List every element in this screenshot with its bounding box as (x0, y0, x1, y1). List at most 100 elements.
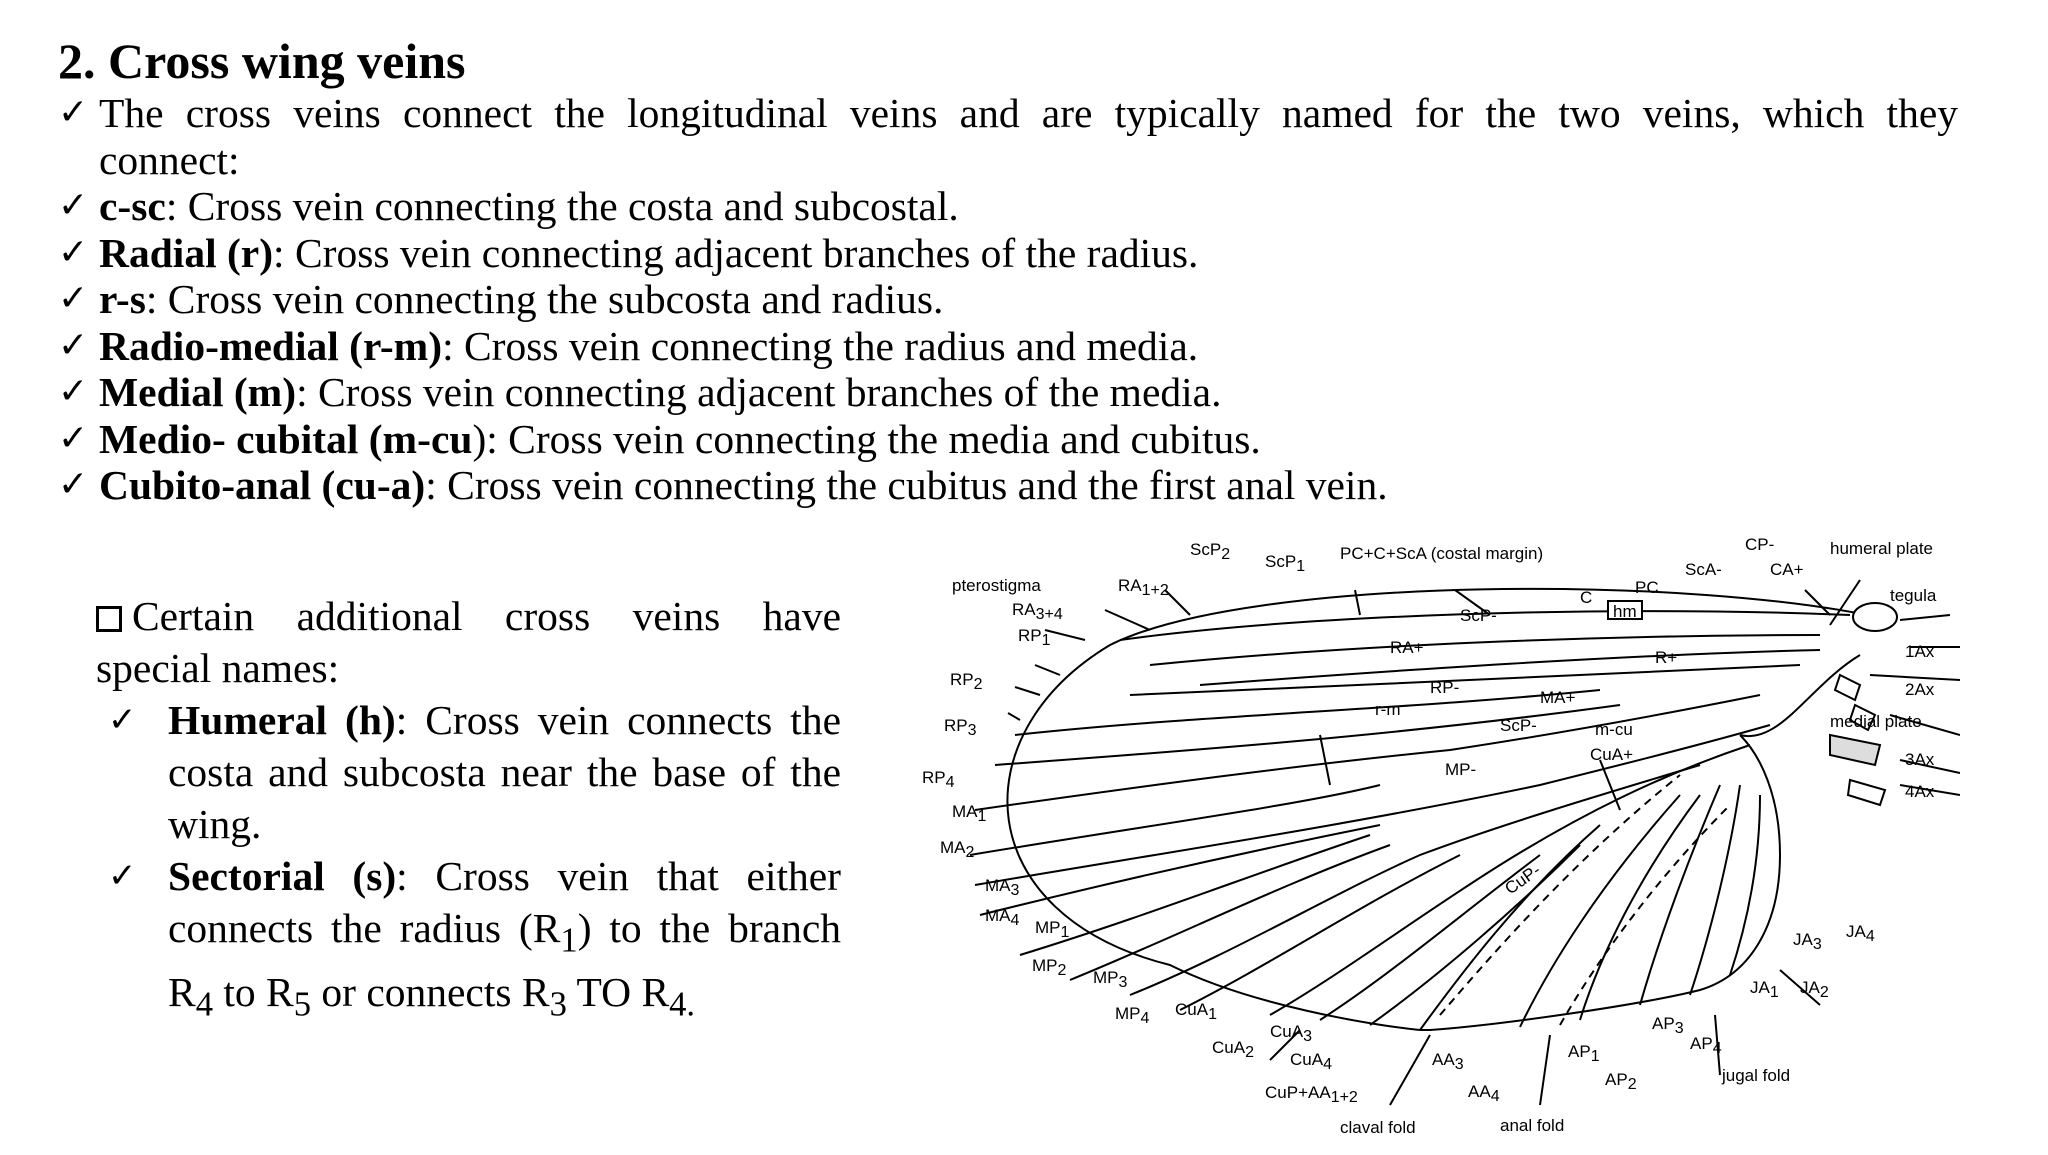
label-cua4: CuA4 (1290, 1050, 1332, 1073)
special-cross-veins: Certain additional cross veins have spec… (96, 590, 841, 1031)
term-cubito-anal: Cubito-anal (cu-a) (99, 462, 426, 508)
axillary-sclerite-2 (1848, 703, 1877, 732)
label-ma2: MA2 (940, 838, 975, 861)
label-rp2: RP2 (950, 670, 983, 693)
list-item-radial: ✓ Radial (r): Cross vein connecting adja… (58, 230, 1958, 277)
check-icon: ✓ (58, 185, 89, 226)
sectorial-row-1: Sectorial (s): Cross vein that either (168, 853, 842, 899)
label-cua-plus: CuA+ (1590, 745, 1633, 764)
label-sca: ScA- (1685, 560, 1722, 579)
label-anal-fold: anal fold (1500, 1116, 1564, 1135)
label-r-plus: R+ (1655, 648, 1677, 667)
hm-box (1607, 600, 1643, 620)
label-rp-minus: RP- (1430, 678, 1459, 697)
tegula-icon (1852, 602, 1898, 632)
label-scp-vein: ScP- (1460, 606, 1497, 625)
label-claval-fold: claval fold (1340, 1118, 1416, 1137)
list-item-medio-cubital: ✓ Medio- cubital (m-cu): Cross vein conn… (58, 416, 1958, 463)
label-ja4: JA4 (1846, 922, 1875, 945)
desc-cubito-anal: : Cross vein connecting the cubitus and … (425, 462, 1388, 508)
desc-medial: : Cross vein connecting adjacent branche… (296, 369, 1222, 415)
diagram-labels: ScP2 ScP1 PC+C+ScA (costal margin) CP- h… (922, 535, 1937, 1137)
label-ja3: JA3 (1793, 930, 1822, 953)
list-item-cubito-anal: ✓ Cubito-anal (cu-a): Cross vein connect… (58, 462, 1958, 509)
label-aa4: AA4 (1468, 1082, 1500, 1105)
label-ap4: AP4 (1690, 1034, 1722, 1057)
axillary-sclerite-3 (1846, 778, 1887, 807)
term-r-s: r-s (99, 276, 146, 322)
label-2ax: 2Ax (1905, 680, 1935, 699)
term-sectorial: Sectorial (s) (168, 853, 397, 899)
label-ma4: MA4 (985, 906, 1020, 929)
label-scp1: ScP1 (1265, 552, 1305, 575)
check-icon: ✓ (58, 464, 89, 505)
cross-veins-list: ✓ The cross veins connect the longitudin… (58, 90, 1958, 509)
desc-r-s: : Cross vein connecting the subcosta and… (145, 276, 944, 322)
check-icon: ✓ (58, 371, 89, 412)
check-icon: ✓ (58, 92, 89, 133)
label-mp4: MP4 (1115, 1004, 1150, 1027)
humeral-row-2: costa and subcosta near the base of the (168, 749, 841, 795)
label-scp-minus: ScP- (1500, 716, 1537, 735)
square-bullet-icon (96, 606, 122, 632)
list-item-intro: ✓ The cross veins connect the longitudin… (58, 90, 1958, 183)
humeral-row-1: Humeral (h): Cross vein connects the (168, 697, 841, 743)
label-jugal-fold: jugal fold (1721, 1066, 1790, 1085)
check-icon: ✓ (58, 324, 89, 366)
label-cup-aa: CuP+AA1+2 (1265, 1083, 1358, 1106)
slide-title: 2. Cross wing veins (58, 33, 466, 89)
label-humeral-plate: humeral plate (1830, 539, 1933, 558)
label-ap2: AP2 (1605, 1070, 1637, 1093)
label-3ax: 3Ax (1905, 750, 1935, 769)
check-icon: ✓ (58, 417, 89, 459)
label-ap1: AP1 (1568, 1042, 1600, 1065)
label-ja1: JA1 (1750, 978, 1779, 1001)
label-ja2: JA2 (1800, 978, 1829, 1001)
label-rp3: RP3 (944, 716, 977, 739)
label-c: C (1580, 588, 1592, 607)
desc-radio-medial: : Cross vein connecting the radius and m… (442, 322, 1199, 369)
label-medial-plate: medial plate (1830, 712, 1922, 731)
label-hm: hm (1613, 602, 1637, 621)
check-icon: ✓ (58, 231, 89, 273)
term-medial: Medial (m) (99, 369, 297, 415)
special-lead-line-2: special names: (96, 645, 340, 691)
label-cua3: CuA3 (1270, 1022, 1312, 1045)
label-mp-minus: MP- (1445, 760, 1476, 779)
axillary-sclerite-1 (1833, 673, 1862, 702)
label-mp1: MP1 (1035, 918, 1070, 941)
wing-base-sclerites (1607, 600, 1898, 807)
sectorial-row-2: connects the radius (R1) to the branch (168, 905, 841, 960)
special-lead-line-1: Certain additional cross veins have (96, 590, 841, 642)
label-r-m: r-m (1375, 700, 1400, 719)
label-ca: CA+ (1770, 560, 1804, 579)
term-radio-medial: Radio-medial (r-m) (99, 322, 443, 369)
sectorial-row-3: R4 to R5 or connects R3 TO R4. (168, 969, 696, 1024)
list-item-radio-medial: ✓ Radio-medial (r-m): Cross vein connect… (58, 323, 1958, 370)
wing-venation-diagram: ScP2 ScP1 PC+C+ScA (costal margin) CP- h… (922, 535, 1960, 1137)
term-radial: Radial (r) (99, 229, 274, 276)
intro-line-1: The cross veins connect the longitudinal… (99, 90, 1958, 136)
special-item-humeral: ✓ Humeral (h): Cross vein connects the c… (96, 694, 841, 850)
label-mp2: MP2 (1032, 956, 1067, 979)
label-ma3: MA3 (985, 876, 1020, 899)
intro-line-2: connect: (99, 136, 240, 183)
term-medio-cubital: Medio- cubital (m-cu (99, 415, 473, 462)
list-item-medial: ✓ Medial (m): Cross vein connecting adja… (58, 369, 1958, 416)
label-ra34: RA3+4 (1012, 600, 1063, 623)
label-cp: CP- (1745, 535, 1774, 554)
check-icon: ✓ (58, 278, 89, 319)
medial-plate-shape (1829, 733, 1882, 767)
term-humeral: Humeral (h) (168, 697, 396, 743)
label-ra12: RA1+2 (1118, 576, 1169, 599)
wing-outline (969, 579, 1960, 1106)
desc-radial: : Cross vein connecting adjacent branche… (273, 229, 1199, 276)
label-cua1: CuA1 (1175, 1000, 1217, 1023)
label-aa3: AA3 (1432, 1050, 1464, 1073)
label-tegula: tegula (1890, 586, 1937, 605)
check-icon: ✓ (108, 856, 137, 896)
label-rp4: RP4 (922, 768, 955, 791)
desc-c-sc: : Cross vein connecting the costa and su… (165, 183, 959, 229)
label-cup-minus: CuP- (1501, 860, 1544, 898)
